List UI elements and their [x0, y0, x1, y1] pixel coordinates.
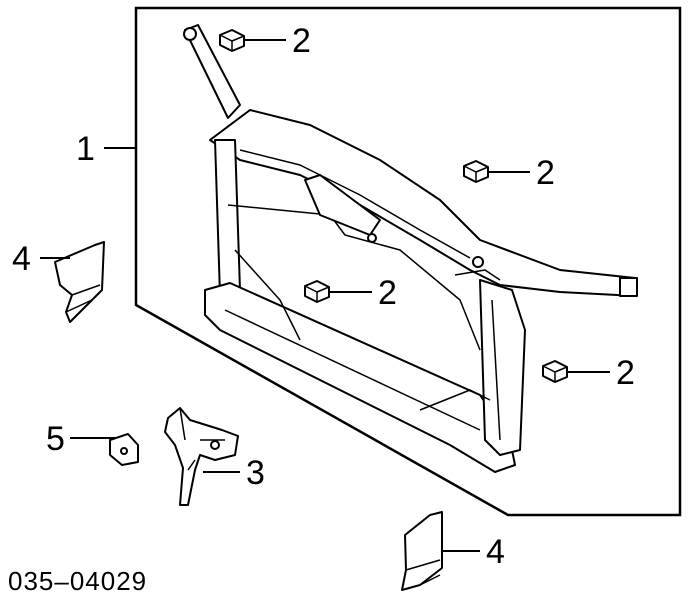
callout-1: 1 — [76, 130, 95, 168]
air-deflector-bottom[interactable] — [401, 511, 443, 591]
callout-2-top: 2 — [292, 22, 311, 60]
air-deflector-left[interactable] — [54, 241, 105, 323]
radiator-support-panel[interactable] — [183, 24, 638, 473]
callout-2-right-lower: 2 — [616, 354, 635, 392]
nut-center[interactable] — [304, 280, 330, 303]
diagram-code: 035–04029 — [8, 566, 147, 596]
clip[interactable] — [109, 433, 139, 466]
nut-right-lower[interactable] — [542, 360, 568, 383]
callout-3: 3 — [246, 454, 265, 492]
assembly-boundary — [134, 6, 682, 517]
nut-top[interactable] — [219, 29, 245, 52]
callout-4-bottom: 4 — [486, 533, 505, 571]
callout-4-left: 4 — [12, 240, 31, 278]
callout-2-right-upper: 2 — [536, 154, 555, 192]
callout-2-center: 2 — [378, 274, 397, 312]
callout-5: 5 — [46, 420, 65, 458]
nut-right-upper[interactable] — [463, 160, 489, 183]
bracket[interactable] — [164, 407, 239, 506]
